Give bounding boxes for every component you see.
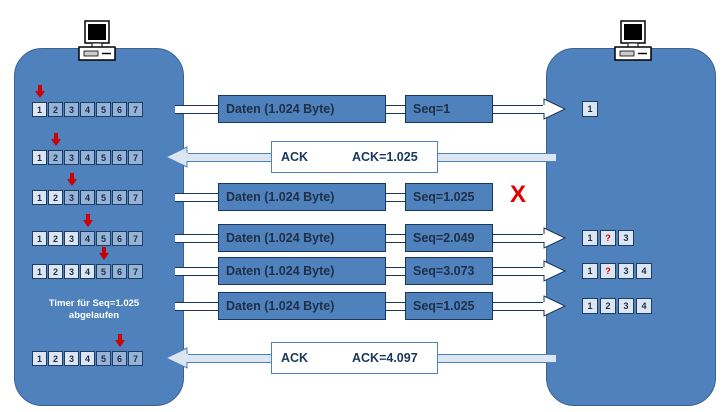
sender-window-cell: 3: [64, 231, 79, 246]
sequence-box: Seq=3.073: [405, 257, 493, 285]
receiver-buffer-cell: ?: [600, 230, 616, 246]
sender-window-cell: 4: [80, 102, 95, 117]
receiver-buffer-cell: 1: [582, 263, 598, 279]
sender-window-cell: 5: [96, 231, 111, 246]
payload-box: Daten (1.024 Byte): [218, 95, 386, 123]
payload-box: Daten (1.024 Byte): [218, 224, 386, 252]
sender-window-cell: 2: [48, 351, 63, 366]
timer-note-line-2: abgelaufen: [68, 310, 120, 321]
ack-label: ACK: [281, 150, 309, 164]
sender-window-cell: 7: [128, 150, 143, 165]
ack-number: ACK=1.025: [352, 150, 418, 164]
receiver-buffer-cell: 1: [582, 298, 598, 314]
receiver-buffer-cell: 4: [636, 298, 652, 314]
receiver-buffer-cell: ?: [600, 263, 616, 279]
window-pointer-arrow-icon: [99, 247, 109, 260]
ack-number: ACK=4.097: [352, 351, 418, 365]
sender-window-cell: 4: [80, 190, 95, 205]
payload-box: Daten (1.024 Byte): [218, 292, 386, 320]
sequence-box: Seq=1.025: [405, 183, 493, 211]
sender-window-cell: 7: [128, 264, 143, 279]
sender-window-cell: 4: [80, 264, 95, 279]
timer-expired-note: Timer für Seq=1.025 abgelaufen: [34, 298, 154, 322]
sender-window-cell: 5: [96, 102, 111, 117]
receiver-buffer-cell: 1: [582, 230, 598, 246]
receiver-panel: [546, 48, 716, 406]
timer-note-line-1: Timer für Seq=1.025: [48, 298, 140, 309]
sender-window-cell: 3: [64, 264, 79, 279]
receiver-buffer-cell: 1: [582, 101, 598, 117]
sequence-box: Seq=2.049: [405, 224, 493, 252]
sender-window-cell: 7: [128, 102, 143, 117]
sender-window-cell: 1: [32, 102, 47, 117]
arrow-head-right-icon: [543, 98, 567, 120]
sender-window-cell: 6: [112, 150, 127, 165]
sender-window-cell: 6: [112, 102, 127, 117]
ack-label: ACK: [281, 351, 309, 365]
window-pointer-arrow-icon: [115, 334, 125, 347]
sequence-box: Seq=1.025: [405, 292, 493, 320]
sender-window-cell: 3: [64, 190, 79, 205]
sender-window-cell: 3: [64, 150, 79, 165]
ack-box: ACK ACK=4.097: [271, 342, 438, 374]
receiver-buffer-cell: 2: [600, 298, 616, 314]
arrow-head-left-icon: [164, 347, 188, 369]
sender-window-cell: 7: [128, 351, 143, 366]
sequence-box: Seq=1: [405, 95, 493, 123]
sender-window-cell: 2: [48, 264, 63, 279]
receiver-buffer-cell: 3: [618, 230, 634, 246]
sender-window-cell: 1: [32, 264, 47, 279]
sender-window-cell: 3: [64, 351, 79, 366]
sender-window-cell: 1: [32, 351, 47, 366]
payload-box: Daten (1.024 Byte): [218, 257, 386, 285]
sender-window-cell: 2: [48, 150, 63, 165]
sender-window-cell: 1: [32, 190, 47, 205]
sender-window-cell: 6: [112, 231, 127, 246]
sender-window-cell: 2: [48, 102, 63, 117]
arrow-head-right-icon: [543, 295, 567, 317]
payload-box: Daten (1.024 Byte): [218, 183, 386, 211]
sender-window-cell: 5: [96, 351, 111, 366]
receiver-buffer-cell: 3: [618, 263, 634, 279]
ack-box: ACK ACK=1.025: [271, 141, 438, 173]
sender-window-cell: 4: [80, 150, 95, 165]
sender-window-cell: 6: [112, 190, 127, 205]
window-pointer-arrow-icon: [67, 173, 77, 186]
receiver-computer-icon: [614, 20, 652, 61]
sender-window-cell: 2: [48, 231, 63, 246]
window-pointer-arrow-icon: [35, 85, 45, 98]
sender-window-cell: 1: [32, 150, 47, 165]
window-pointer-arrow-icon: [83, 214, 93, 227]
sender-window-cell: 4: [80, 231, 95, 246]
sender-window-cell: 6: [112, 264, 127, 279]
sender-window-cell: 7: [128, 190, 143, 205]
receiver-buffer-cell: 3: [618, 298, 634, 314]
lost-segment-x-mark: X: [510, 181, 527, 208]
sender-window-cell: 2: [48, 190, 63, 205]
sender-computer-icon: [78, 20, 116, 61]
sender-window-cell: 5: [96, 264, 111, 279]
window-pointer-arrow-icon: [51, 133, 61, 146]
sender-window-cell: 5: [96, 150, 111, 165]
sender-window-cell: 6: [112, 351, 127, 366]
arrow-head-right-icon: [543, 260, 567, 282]
sender-window-cell: 3: [64, 102, 79, 117]
sender-window-cell: 4: [80, 351, 95, 366]
sender-window-cell: 1: [32, 231, 47, 246]
arrow-head-right-icon: [543, 227, 567, 249]
sender-window-cell: 5: [96, 190, 111, 205]
sender-window-cell: 7: [128, 231, 143, 246]
arrow-head-left-icon: [164, 146, 188, 168]
receiver-buffer-cell: 4: [636, 263, 652, 279]
